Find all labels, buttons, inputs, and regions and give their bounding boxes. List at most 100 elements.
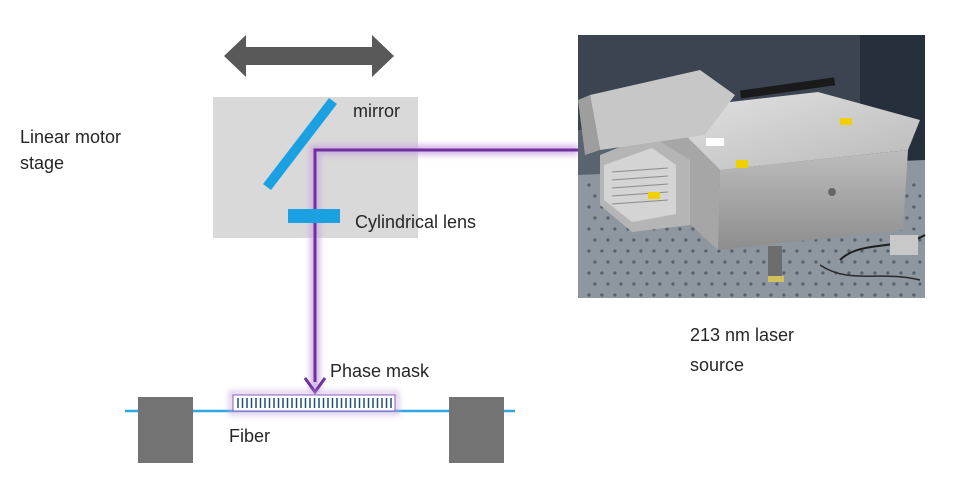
stage-label: Linear motor stage (20, 127, 122, 173)
table-hole (918, 260, 922, 264)
table-hole (723, 260, 727, 264)
table-hole (593, 194, 597, 198)
table-hole (879, 282, 883, 286)
table-hole (808, 293, 812, 297)
table-hole (860, 271, 864, 275)
table-hole (645, 260, 649, 264)
table-hole (606, 282, 610, 286)
table-hole (652, 271, 656, 275)
table-hole (717, 271, 721, 275)
table-hole (918, 282, 922, 286)
fiber-clamp-left (138, 397, 193, 463)
table-hole (613, 227, 617, 231)
table-hole (671, 260, 675, 264)
table-hole (769, 293, 773, 297)
table-hole (600, 249, 604, 253)
table-hole (658, 238, 662, 242)
table-hole (795, 249, 799, 253)
table-hole (847, 293, 851, 297)
table-hole (918, 194, 922, 198)
table-hole (801, 260, 805, 264)
table-hole (652, 249, 656, 253)
table-hole (840, 282, 844, 286)
fiber-label: Fiber (229, 426, 271, 446)
table-hole (587, 249, 591, 253)
table-hole (743, 293, 747, 297)
table-hole (697, 282, 701, 286)
table-hole (593, 282, 597, 286)
mirror (263, 97, 337, 191)
table-hole (730, 271, 734, 275)
table-hole (717, 249, 721, 253)
table-hole (600, 271, 604, 275)
table-hole (619, 260, 623, 264)
table-hole (912, 293, 916, 297)
table-hole (587, 183, 591, 187)
table-hole (723, 282, 727, 286)
table-hole (847, 271, 851, 275)
table-hole (762, 260, 766, 264)
table-hole (873, 249, 877, 253)
table-hole (691, 227, 695, 231)
table-hole (678, 271, 682, 275)
laser-source-label: 213 nm laser source (690, 325, 795, 375)
table-hole (912, 271, 916, 275)
table-hole (658, 260, 662, 264)
table-hole (613, 293, 617, 297)
table-hole (684, 260, 688, 264)
table-hole (600, 293, 604, 297)
table-hole (853, 282, 857, 286)
table-hole (879, 260, 883, 264)
table-hole (639, 249, 643, 253)
table-hole (892, 260, 896, 264)
table-hole (671, 238, 675, 242)
table-hole (814, 260, 818, 264)
table-hole (827, 260, 831, 264)
table-hole (730, 249, 734, 253)
table-hole (665, 227, 669, 231)
table-hole (710, 282, 714, 286)
table-hole (886, 271, 890, 275)
table-hole (691, 271, 695, 275)
table-hole (587, 227, 591, 231)
table-hole (645, 238, 649, 242)
lens-label: Cylindrical lens (355, 212, 477, 232)
table-hole (853, 238, 857, 242)
table-hole (782, 293, 786, 297)
table-hole (840, 238, 844, 242)
table-hole (704, 293, 708, 297)
table-hole (600, 227, 604, 231)
table-hole (665, 271, 669, 275)
table-hole (788, 282, 792, 286)
table-hole (795, 271, 799, 275)
table-hole (593, 238, 597, 242)
table-hole (743, 249, 747, 253)
table-hole (814, 282, 818, 286)
table-hole (905, 216, 909, 220)
table-hole (756, 293, 760, 297)
table-hole (899, 271, 903, 275)
table-hole (756, 249, 760, 253)
table-hole (756, 271, 760, 275)
table-hole (704, 249, 708, 253)
table-hole (860, 293, 864, 297)
laser-source-photo (578, 35, 926, 298)
table-hole (886, 249, 890, 253)
table-hole (639, 293, 643, 297)
table-hole (587, 205, 591, 209)
table-hole (593, 216, 597, 220)
fiber-clamp-right (449, 397, 504, 463)
table-hole (788, 260, 792, 264)
table-hole (860, 249, 864, 253)
table-hole (619, 282, 623, 286)
table-hole (587, 271, 591, 275)
table-hole (918, 238, 922, 242)
table-hole (587, 293, 591, 297)
cylindrical-lens (288, 209, 340, 223)
table-hole (743, 271, 747, 275)
table-hole (632, 260, 636, 264)
table-hole (821, 271, 825, 275)
table-hole (840, 260, 844, 264)
table-hole (671, 282, 675, 286)
